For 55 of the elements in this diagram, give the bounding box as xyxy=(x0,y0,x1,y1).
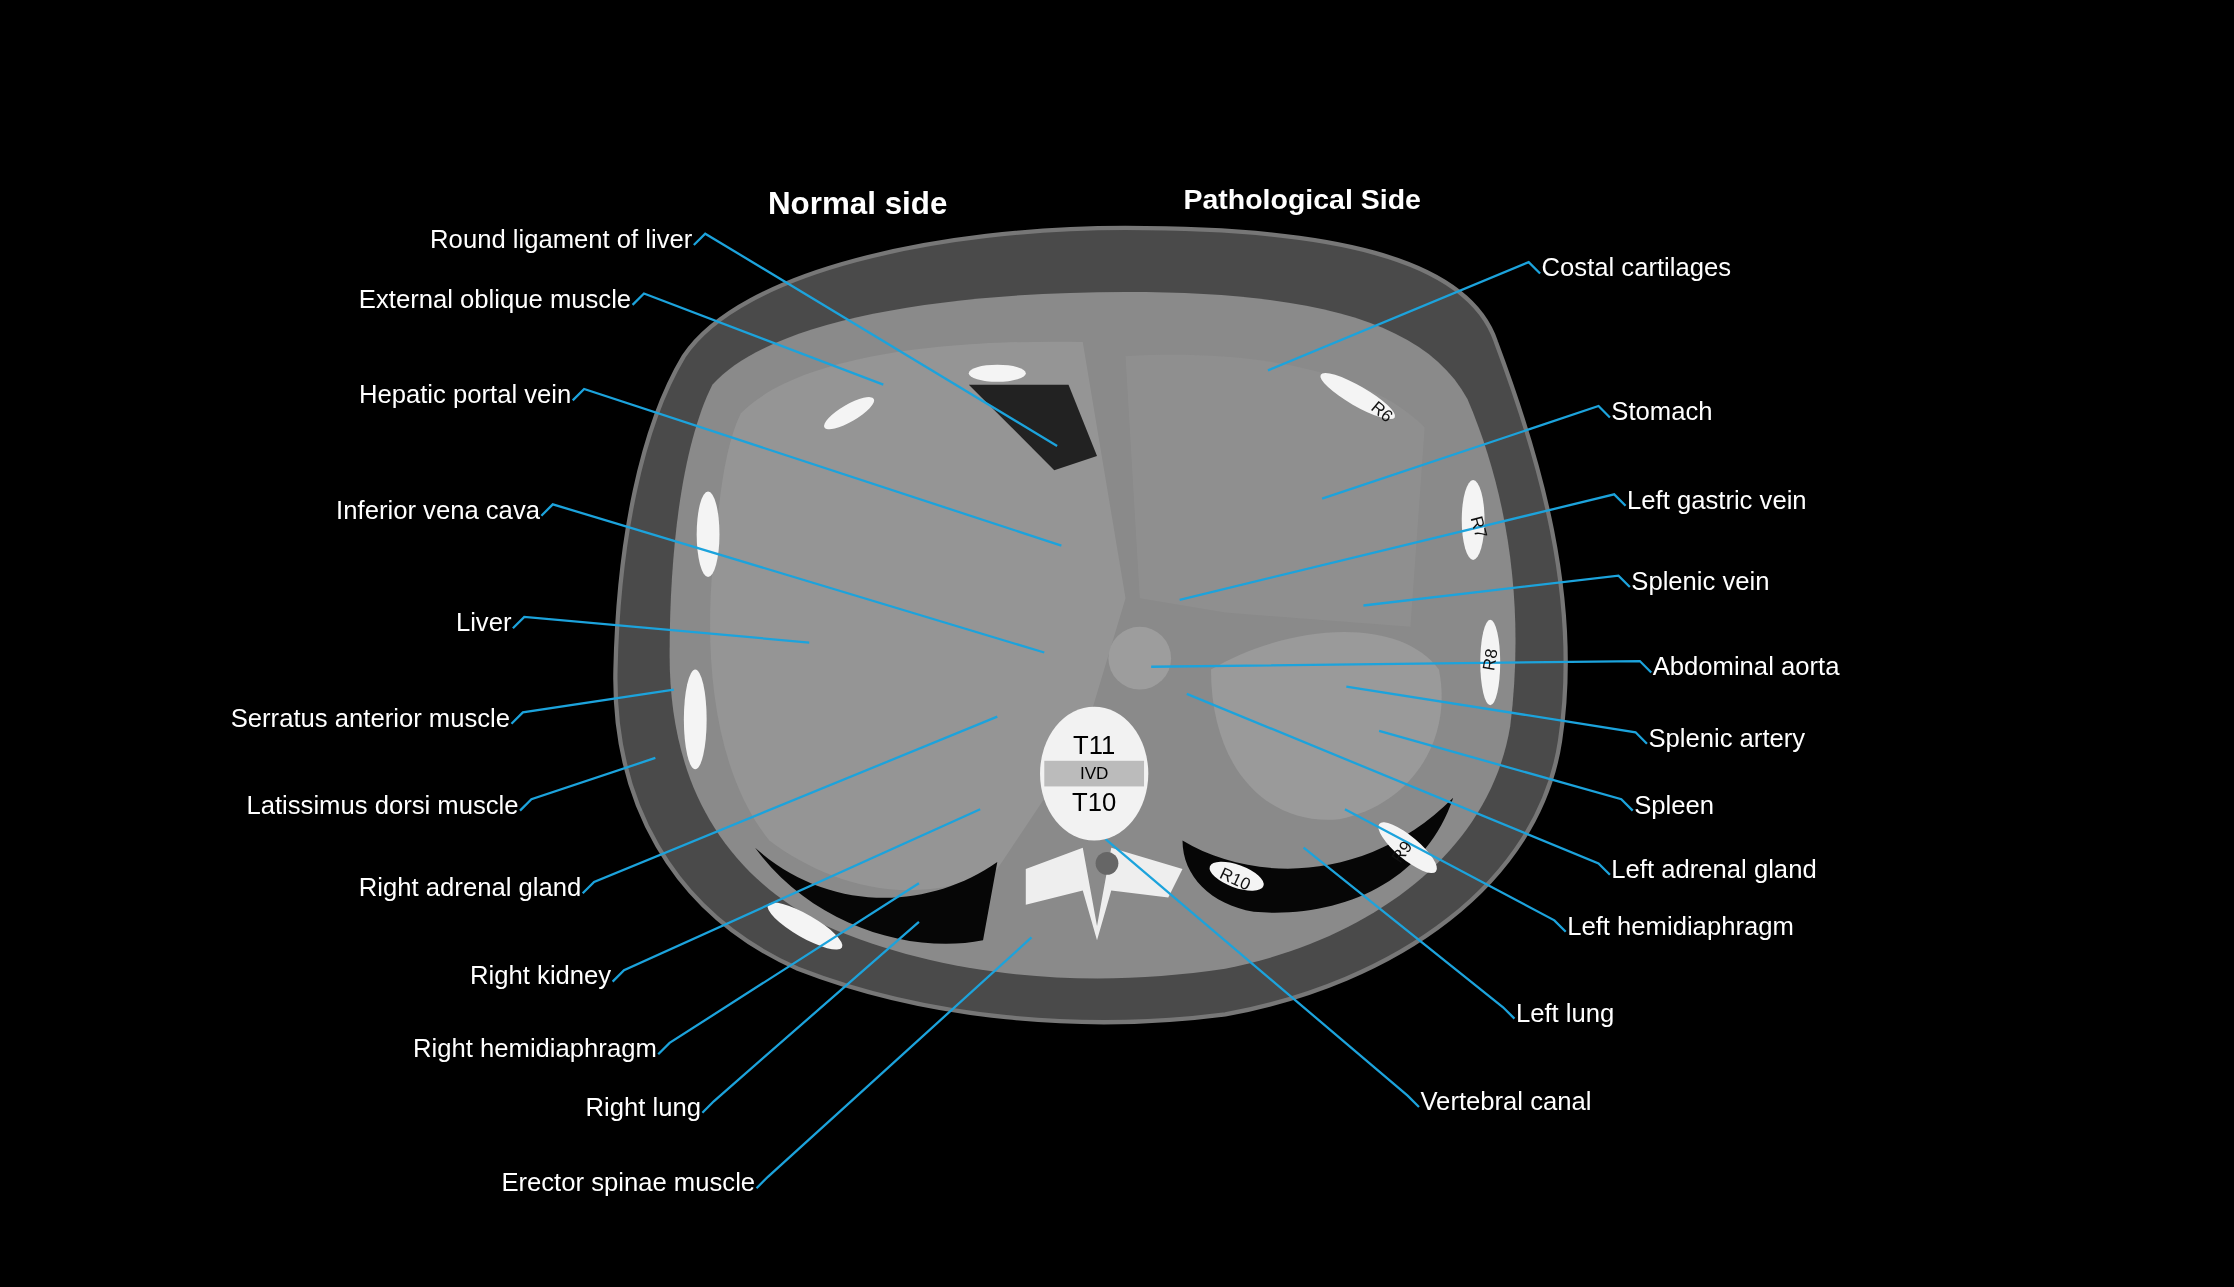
leader-line xyxy=(1321,404,1611,500)
leader-line xyxy=(755,936,1033,1189)
leader-line xyxy=(1267,260,1541,372)
structure-label: Vertebral canal xyxy=(1420,1085,1592,1117)
leader-line xyxy=(581,715,998,895)
structure-label: Right hemidiaphragm xyxy=(413,1032,657,1065)
leader-line xyxy=(519,756,656,812)
leader-line xyxy=(510,688,675,725)
vertebra-label: T10 xyxy=(1072,786,1117,818)
leader-line xyxy=(571,387,1062,547)
structure-label: Left adrenal gland xyxy=(1611,853,1817,885)
leader-line xyxy=(701,920,920,1114)
leader-line xyxy=(1186,692,1611,876)
leader-line xyxy=(540,503,1045,654)
structure-label: Right adrenal gland xyxy=(358,871,582,904)
leader-line xyxy=(1346,685,1648,745)
structure-label: Spleen xyxy=(1634,789,1714,821)
leader-line xyxy=(1151,659,1653,674)
side-heading: Normal side xyxy=(767,188,948,220)
bone-label: R6 xyxy=(1368,398,1396,426)
leader-line xyxy=(1344,808,1567,933)
structure-label: Left lung xyxy=(1515,997,1615,1029)
structure-label: Splenic vein xyxy=(1631,565,1770,597)
structure-label: Round ligament of liver xyxy=(430,223,693,255)
structure-label: Inferior vena cava xyxy=(336,494,540,526)
leader-line xyxy=(631,292,884,386)
leader-line xyxy=(1302,846,1516,1020)
leader-line xyxy=(1179,493,1627,601)
structure-label: External oblique muscle xyxy=(358,283,632,315)
structure-label: Erector spinae muscle xyxy=(501,1166,756,1199)
structure-label: Serratus anterior muscle xyxy=(230,702,511,734)
disc-label: IVD xyxy=(1044,760,1145,787)
vertebra-label: T11 xyxy=(1073,729,1116,761)
structure-label: Hepatic portal vein xyxy=(358,378,572,411)
structure-label: Costal cartilages xyxy=(1541,252,1732,284)
structure-label: Left hemidiaphragm xyxy=(1567,910,1794,942)
structure-label: Right lung xyxy=(585,1091,701,1123)
leader-line xyxy=(693,232,1058,447)
leader-line xyxy=(657,882,920,1056)
side-heading: Pathological Side xyxy=(1183,185,1421,214)
structure-label: Splenic artery xyxy=(1648,722,1806,754)
leader-line xyxy=(1378,729,1634,812)
structure-label: Left gastric vein xyxy=(1627,484,1807,516)
bone-label: R7 xyxy=(1467,514,1490,540)
structure-label: Liver xyxy=(455,606,512,639)
leader-line xyxy=(611,808,981,983)
bone-label: R9 xyxy=(1388,838,1416,866)
structure-label: Right kidney xyxy=(470,960,612,992)
leader-line xyxy=(512,615,810,644)
leader-line xyxy=(1363,574,1631,607)
structure-label: Abdominal aorta xyxy=(1652,651,1840,683)
bone-label: R8 xyxy=(1479,647,1501,672)
bone-label: R10 xyxy=(1217,864,1254,894)
structure-label: Stomach xyxy=(1611,396,1713,428)
structure-label: Latissimus dorsi muscle xyxy=(246,789,519,821)
